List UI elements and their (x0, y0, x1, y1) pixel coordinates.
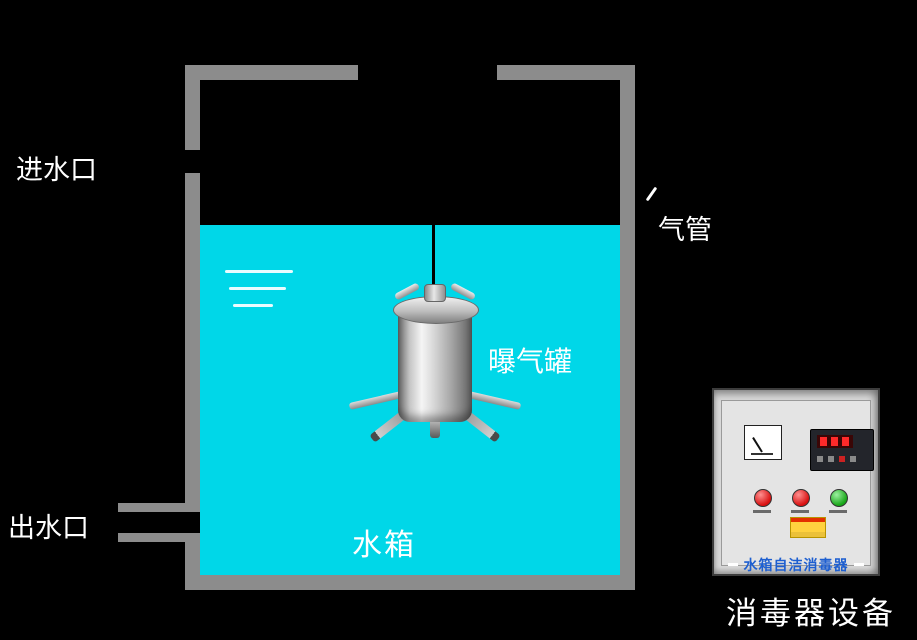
cabinet-title: 水箱自洁消毒器 (743, 557, 849, 573)
controller-buttons (817, 456, 823, 462)
control-cabinet: 水箱自洁消毒器 (712, 388, 880, 576)
tank-wall-bottom (185, 575, 635, 590)
ripple-line (225, 270, 293, 273)
indicator-label (829, 510, 847, 513)
tank-wall-left-lower (185, 173, 200, 590)
indicator-red-2 (792, 489, 810, 507)
aeration-vessel (340, 272, 530, 454)
ripple-line (229, 287, 286, 290)
warning-sticker (790, 517, 826, 538)
tank-wall-right (620, 65, 635, 590)
outlet-pipe-channel (118, 512, 200, 533)
voltmeter-scale (751, 453, 773, 455)
feed-pipe-line (432, 225, 435, 307)
digital-controller (810, 429, 874, 471)
screw-right (854, 563, 864, 566)
inlet-label: 进水口 (16, 155, 97, 185)
air-pipe-label: 气管 (658, 215, 712, 245)
aeration-tank-label: 曝气罐 (488, 347, 573, 378)
tank-wall-left-upper (185, 65, 200, 150)
voltmeter-needle (752, 437, 763, 453)
vessel-bottom-nozzle (430, 420, 440, 438)
indicator-red-1 (754, 489, 772, 507)
voltmeter (744, 425, 782, 460)
led-display (817, 435, 853, 448)
indicator-green (830, 489, 848, 507)
leader-tick (645, 186, 658, 202)
indicator-label (753, 510, 771, 513)
indicator-label (791, 510, 809, 513)
water-tank-label: 水箱 (352, 529, 416, 562)
vessel-body (398, 310, 472, 422)
outlet-label: 出水口 (8, 513, 89, 543)
tank-wall-top-left (185, 65, 358, 80)
ripple-line (233, 304, 273, 307)
vessel-top-cap (424, 284, 446, 302)
outlet-pipe (118, 503, 200, 542)
tank-wall-top-right (497, 65, 635, 80)
led-digits (820, 437, 827, 446)
caption-label: 消毒器设备 (726, 596, 896, 631)
screw-left (728, 563, 738, 566)
cabinet-panel: 水箱自洁消毒器 (721, 400, 874, 573)
